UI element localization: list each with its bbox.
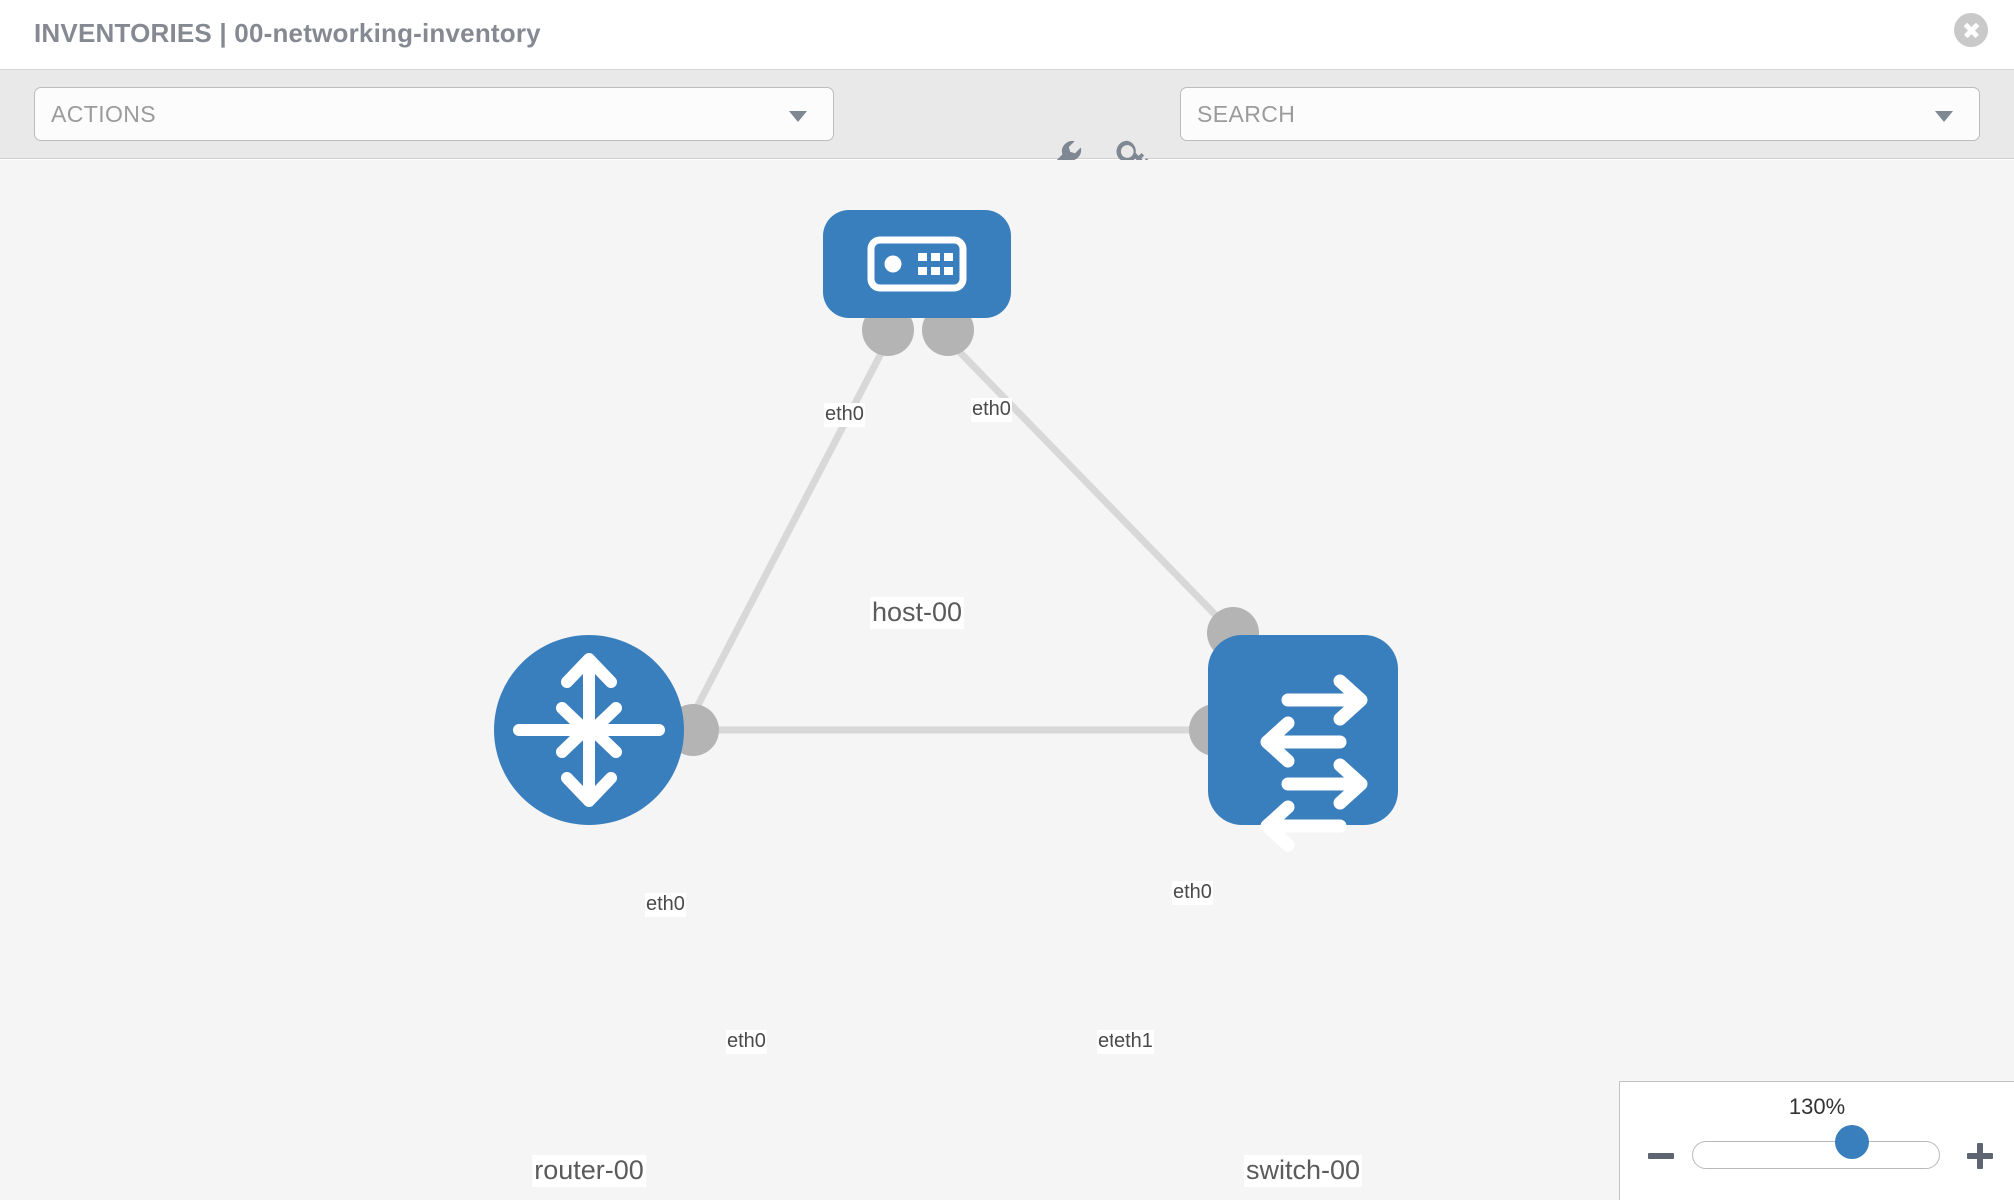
search-input[interactable]: SEARCH [1180,87,1980,141]
search-placeholder: SEARCH [1197,101,1296,127]
iface-label-switch-host: eth0 [1172,881,1213,905]
zoom-slider-track[interactable] [1692,1141,1940,1169]
four-arrows-inward-icon [513,653,665,807]
iface-label-switch-router: eth1 [1113,1030,1154,1054]
chevron-down-icon [789,111,807,122]
iface-label-host-router: eth0 [824,403,865,427]
zoom-level-value: 130% [1788,1094,1846,1119]
zoom-slider-thumb[interactable] [1835,1125,1869,1159]
link-host-router [681,338,892,732]
zoom-slider-row [1620,1134,2014,1176]
node-label-switch-00: switch-00 [1243,1155,1363,1187]
topology-graph [494,210,1398,852]
node-label-router-00: router-00 [532,1155,646,1187]
node-switch-00 [1208,635,1398,852]
port-markers [667,304,1259,756]
node-label-host-00: host-00 [869,597,965,629]
link-host-switch [945,337,1236,636]
page-title: INVENTORIES | 00-networking-inventory [34,18,541,48]
link-lines [681,337,1236,734]
topology-canvas[interactable]: eth0 eth0 eth0 eth0 eth0 eth0 eth1 host-… [0,160,2014,1200]
actions-dropdown[interactable]: ACTIONS [34,87,834,141]
minus-icon[interactable] [1646,1142,1676,1170]
zoom-control-panel: 130% [1619,1081,2014,1200]
node-host-00 [823,210,1011,318]
close-icon[interactable] [1954,13,1988,47]
switch-arrows-icon [1260,674,1368,852]
iface-label-host-switch: eth0 [971,398,1012,422]
toolbar: ACTIONS SEARCH [0,70,2014,176]
window-header: INVENTORIES | 00-networking-inventory [0,0,2014,70]
plus-icon[interactable] [1965,1142,1995,1170]
chevron-down-icon[interactable] [1935,111,1953,122]
iface-label-router-host: eth0 [645,893,686,917]
server-appliance-icon [867,236,967,292]
iface-label-router-switch: eth0 [726,1030,767,1054]
actions-dropdown-label: ACTIONS [51,101,157,127]
node-router-00 [494,635,684,825]
